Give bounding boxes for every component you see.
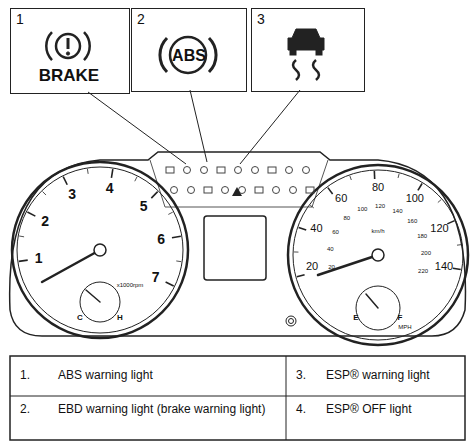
gauge-tick [438, 200, 441, 203]
gauge-number: 120 [375, 203, 385, 210]
table-cell: ESP® OFF light [326, 402, 461, 416]
gauge-number: 60 [332, 229, 339, 236]
gauge-tick [87, 169, 89, 174]
gauge-number: 5 [140, 198, 148, 215]
warning-icon [252, 167, 259, 174]
table-cell: EBD warning light (brake warning light) [58, 402, 280, 416]
gauge-tick [135, 177, 137, 181]
gauge-tick [168, 212, 172, 214]
gauge-number: 7 [152, 269, 160, 286]
table-cell: ABS warning light [58, 368, 278, 382]
warning-icon [222, 187, 229, 194]
warning-icon [286, 167, 293, 174]
warning-icon [268, 167, 276, 173]
gauge-number: 6 [157, 231, 165, 248]
callout-number: 2 [137, 11, 145, 27]
gauge-tick [166, 282, 174, 286]
gauge-number: 80 [372, 181, 384, 194]
gauge-number: E [353, 313, 358, 323]
gauge-number: 4 [106, 180, 114, 197]
warning-icon [235, 167, 242, 174]
warning-icon [306, 187, 314, 193]
gauge-tick [398, 174, 399, 178]
gauge-number: H [117, 313, 123, 323]
gauge-number: 200 [421, 250, 431, 257]
callout-box: 3 [251, 8, 365, 92]
gauge-tick [43, 192, 46, 196]
gauge-tick [19, 260, 28, 261]
gauge-number: 1 [35, 250, 43, 267]
gauge-tick [328, 188, 333, 194]
gauge-number: 3 [68, 186, 76, 203]
gauge-tick [63, 177, 67, 185]
table-cell: 2. [20, 402, 30, 416]
gauge-tick [310, 205, 314, 208]
gauge-number: 140 [435, 260, 453, 273]
warning-icon [201, 167, 208, 174]
icon-text: ABS [172, 47, 206, 65]
table-cell: ESP® warning light [326, 368, 461, 382]
warning-icon [188, 187, 195, 194]
gauge-number: 40 [327, 246, 334, 253]
gauge-tick [172, 236, 181, 238]
warning-icon [290, 187, 297, 194]
gauge-number: x1000rpm [117, 282, 144, 289]
icon-text: BRAKE [39, 66, 99, 86]
gauge-tick [151, 192, 157, 198]
callout-number: 1 [16, 11, 24, 27]
gauge-number: MPH [398, 324, 411, 331]
warning-icon [184, 167, 191, 174]
table-cell: 1. [20, 368, 30, 382]
gauge-tick [374, 171, 376, 179]
gauge-number: 100 [357, 206, 367, 213]
gauge-number: 60 [335, 192, 347, 205]
gauge-number: F [398, 313, 403, 323]
warning-icon [166, 167, 174, 173]
gauge-number: 80 [343, 215, 350, 222]
gauge-number: 140 [393, 208, 403, 215]
gauge-number: km/h [371, 228, 384, 235]
warning-icon [255, 187, 263, 193]
callout-box: 2ABS [131, 8, 247, 92]
callout-number: 3 [257, 11, 265, 27]
warning-icon [217, 167, 225, 173]
table-cell: 3. [296, 368, 306, 382]
warning-icon [171, 187, 178, 194]
gauge-tick [297, 275, 305, 277]
gauge-number: 20 [306, 260, 318, 273]
gauge-tick [418, 184, 422, 191]
callout-box: 1BRAKE [10, 8, 130, 94]
gauge-tick [350, 176, 351, 180]
gauge-tick [111, 169, 112, 178]
table-cell: 4. [296, 402, 306, 416]
gauge-tick [299, 227, 307, 230]
gauge-number: 220 [418, 268, 428, 275]
gauge-number: 20 [328, 264, 335, 271]
gauge-number: 2 [41, 213, 49, 230]
gauge-number: 100 [406, 192, 424, 205]
gauge-number: 160 [407, 218, 417, 225]
gauge-number: 180 [417, 233, 427, 240]
gauge-number: 120 [430, 222, 448, 235]
gauge-tick [27, 212, 35, 216]
gauge-tick [457, 244, 461, 246]
gauge-tick [19, 235, 24, 237]
warning-icon [303, 167, 310, 174]
gauge-tick [294, 251, 298, 252]
warning-icon [273, 187, 280, 194]
warning-icon [204, 187, 212, 193]
gauge-tick [176, 260, 181, 262]
gauge-number: 40 [310, 222, 322, 235]
gauge-number: C [77, 313, 83, 323]
gauge-tick [453, 268, 461, 269]
